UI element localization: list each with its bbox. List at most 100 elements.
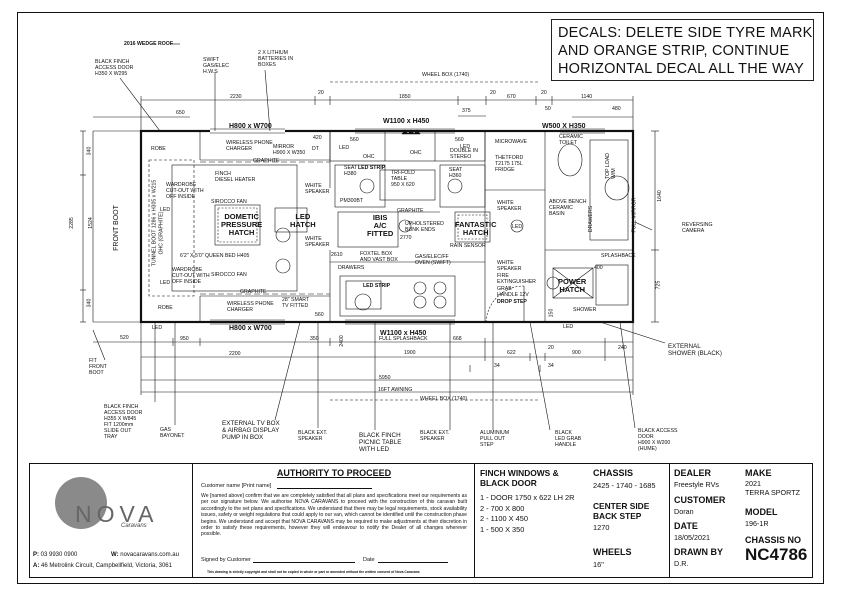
led-f: LED	[563, 324, 574, 330]
dealer-value: Freestyle RVs	[674, 480, 720, 489]
wheels-label: WHEELS	[593, 547, 632, 557]
dim-1850: 1850	[399, 94, 411, 100]
windows-item: 2 - 1100 X 450	[480, 514, 528, 524]
dim-400: 400	[594, 265, 603, 271]
dim-2230: 2230	[230, 94, 242, 100]
shower: SHOWER	[573, 307, 597, 313]
window-bottom-mid: W1100 x H450	[380, 330, 427, 337]
seat-h380: SEAT H380	[344, 165, 358, 177]
center-step-label: CENTER SIDE BACK STEP	[593, 501, 650, 521]
reversing-camera-label: REVERSING CAMERA	[682, 222, 713, 234]
led-strip-b: LED STRIP	[363, 283, 391, 289]
gas-bayonet: GAS BAYONET	[160, 427, 185, 439]
authority-panel: AUTHORITY TO PROCEED Customer name [Prin…	[193, 463, 475, 578]
led-c: LED	[160, 207, 171, 213]
wheel-box-bottom: WHEEL BOX (1740)	[420, 396, 468, 402]
left-dim-340b: 340	[86, 298, 93, 308]
black-finch-door-2: BLACK FINCH ACCESS DOOR H355 X W845 FIT …	[104, 404, 143, 440]
dim-20b: 20	[490, 90, 496, 96]
picnic-table: BLACK FINCH PICNIC TABLE WITH LED	[359, 432, 402, 453]
decal-line-1: DECALS: DELETE SIDE TYRE MARK	[558, 25, 813, 41]
dim-2610: 2610	[331, 252, 343, 258]
dim-650: 650	[176, 110, 185, 116]
dim-950: 950	[180, 336, 189, 342]
wireless-charger-top: WIRELESS PHONE CHARGER	[226, 140, 273, 152]
dim-520: 520	[120, 335, 129, 341]
dim-420: 420	[313, 135, 322, 141]
led-d: LED	[160, 280, 171, 286]
dometic-hatch: DOMETIC PRESSURE HATCH	[221, 212, 263, 237]
dim-560b: 560	[455, 137, 464, 143]
fit-front-boot: FIT FRONT BOOT	[89, 358, 107, 376]
date-line	[378, 562, 448, 563]
pm300bt: PM300BT	[340, 198, 364, 204]
decal-line-3: HORIZONTAL DECAL ALL THE WAY	[558, 61, 804, 77]
windows-item: 1 - 500 X 350	[480, 524, 525, 534]
window-top-right: W500 X H350	[542, 123, 586, 130]
sirocco-fan-a: SIROCCO FAN	[211, 199, 247, 205]
drawn-by-value: D.R.	[674, 559, 689, 568]
dim-560a: 560	[350, 137, 359, 143]
customer-label: CUSTOMER	[674, 495, 726, 505]
dim-622: 622	[507, 350, 516, 356]
dim-34a: 34	[494, 363, 500, 369]
title-block-border	[29, 463, 813, 578]
robe-top: ROBE	[151, 146, 166, 152]
customer-name-line	[277, 488, 372, 489]
windows-title: FINCH WINDOWS & BLACK DOOR	[480, 468, 559, 488]
ibis-ac: IBIS A/C FITTED	[367, 213, 394, 238]
drawers-a: DRAWERS	[588, 205, 595, 233]
fantastic-hatch: FANTASTIC HATCH	[455, 220, 497, 237]
drawers-b: DRAWERS	[338, 265, 365, 271]
robe-bottom: ROBE	[158, 305, 173, 311]
full-splashback: FULL SPLASHBACK	[379, 336, 428, 342]
left-dim-1524: 1524	[87, 217, 94, 229]
smart-tv: 28" SMART TV FITTED	[282, 297, 310, 309]
info-panel: DEALER Freestyle RVs CUSTOMER Doran DATE…	[670, 463, 813, 578]
chassis-no-label: CHASSIS NO	[745, 535, 802, 545]
wardrobe-bottom: WARDROBE CUT-OUT WITH OFF INSIDE	[172, 267, 210, 285]
wireless-charger-bottom: WIRELESS PHONE CHARGER	[227, 301, 274, 313]
awning: 16FT AWNING	[378, 387, 413, 393]
dim-350: 350	[310, 336, 319, 342]
floor-plan-drawing	[80, 43, 666, 431]
dim-375: 375	[462, 108, 471, 114]
logo-text: NOVA	[75, 501, 159, 527]
logo: NOVA Caravans	[47, 475, 175, 533]
window-bottom-left: H800 x W700	[229, 325, 272, 332]
decal-line-2: AND ORANGE STRIP, CONTINUE	[558, 43, 790, 59]
company-panel: NOVA Caravans P: 03 9930 0900 W: novacar…	[29, 463, 193, 578]
phone-value: 03 9930 0900	[40, 552, 78, 558]
address-row: A: 46 Metrolink Circuit, Campbellfield, …	[33, 563, 172, 569]
date-info-label: DATE	[674, 521, 698, 531]
signed-line	[253, 562, 355, 563]
dim-668: 668	[453, 336, 462, 342]
graphite-top: GRAPHITE	[253, 158, 280, 164]
graphite-bottom: GRAPHITE	[240, 289, 267, 295]
swift-gas-label: SWIFT GAS/ELEC H.W.S	[203, 57, 229, 75]
authority-title: AUTHORITY TO PROCEED	[276, 468, 392, 478]
double-stereo: DOUBLE IN STEREO	[450, 148, 478, 160]
dim-2770: 2770	[400, 235, 412, 241]
led-b: LED	[460, 144, 471, 150]
date-label: Date	[363, 557, 375, 563]
ohc-b: OHC	[410, 150, 422, 156]
center-step-value: 1270	[593, 523, 610, 532]
rain-sensor: RAIN SENSOR	[450, 243, 486, 249]
dim-480: 480	[612, 106, 621, 112]
dim-20c: 20	[541, 90, 547, 96]
front-boot-label: FRONT BOOT	[112, 205, 120, 251]
phone-row: P: 03 9930 0900	[33, 552, 77, 558]
window-top-left: H800 x W700	[229, 123, 272, 130]
splashback: SPLASHBACK	[601, 253, 636, 259]
date-info-value: 18/05/2021	[674, 533, 710, 542]
ohc-graphite: OHC (GRAPHITE)	[158, 211, 165, 255]
thetford-fridge: THETFORD T2175 175L FRIDGE	[495, 155, 524, 173]
windows-list: 1 - DOOR 1750 x 622 LH 2R 2 - 700 X 800 …	[480, 493, 574, 535]
wheel-box-top-label: WHEEL BOX (1740)	[422, 72, 470, 78]
queen-bed: 6'2" X 5'0" QUEEN BED H405	[180, 253, 250, 259]
chassis-no-value: NC4786	[745, 545, 808, 564]
trifold-table: TRI-FOLD TABLE 950 X 620	[391, 170, 415, 188]
signed-label: Signed by Customer	[201, 557, 251, 563]
windows-item: 2 - 700 X 800	[480, 503, 525, 513]
